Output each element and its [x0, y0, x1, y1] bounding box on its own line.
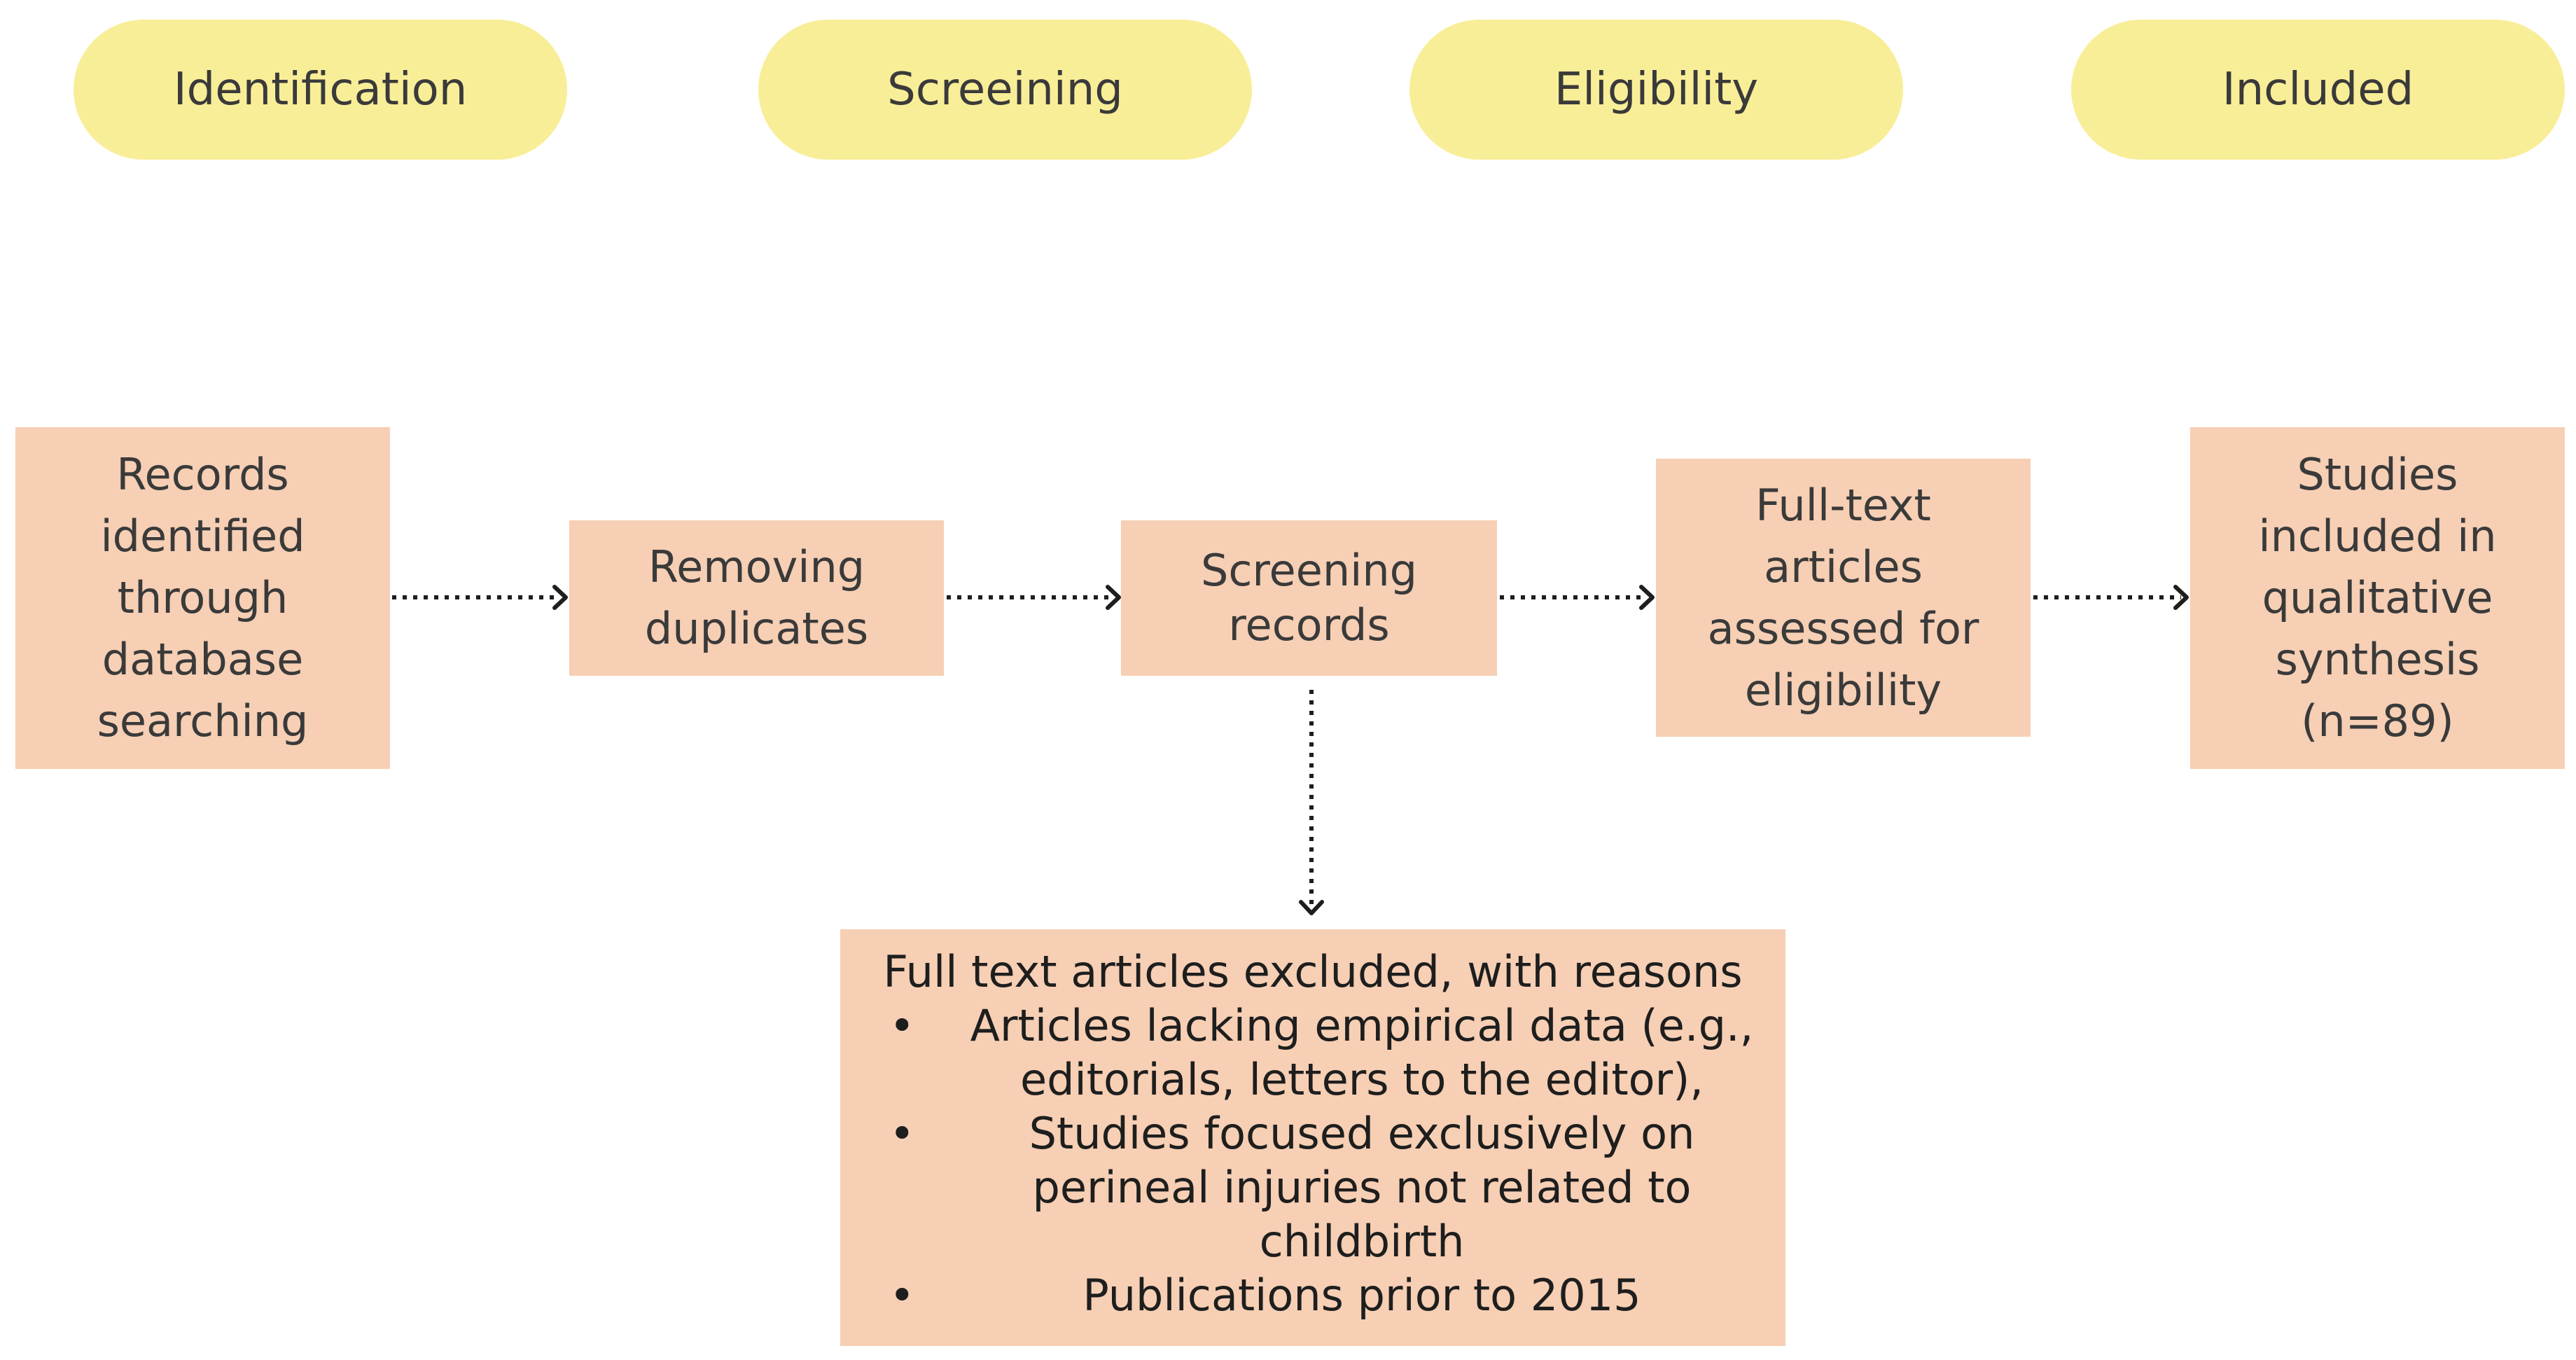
- box-exclusions: Full text articles excluded, with reason…: [840, 929, 1785, 1346]
- box-line: Screening: [1200, 545, 1418, 596]
- exclusions-list: • Articles lacking empirical data (e.g.,…: [854, 999, 1771, 1322]
- stage-identification: Identification: [74, 20, 567, 160]
- box-line: records: [1228, 599, 1390, 651]
- exclusion-item: • Articles lacking empirical data (e.g.,…: [854, 999, 1771, 1106]
- box-line: Removing: [648, 541, 865, 592]
- exclusion-line: Studies focused exclusively on: [1029, 1108, 1695, 1159]
- bullet-icon: •: [889, 1108, 915, 1159]
- arrowhead-icon: [1639, 585, 1655, 610]
- box-line: assessed for: [1707, 602, 1979, 654]
- box-records-identified: Records identified through database sear…: [15, 427, 390, 769]
- box-line: included in: [2258, 511, 2497, 562]
- stage-eligibility: Eligibility: [1409, 20, 1903, 160]
- exclusion-line: editorials, letters to the editor),: [1019, 1054, 1704, 1105]
- box-line: through: [117, 572, 288, 623]
- exclusion-line: Publications prior to 2015: [1082, 1270, 1641, 1321]
- exclusion-item: • Publications prior to 2015: [854, 1268, 1771, 1322]
- box-line: synthesis: [2275, 634, 2480, 685]
- exclusion-item: • Studies focused exclusively on perinea…: [854, 1106, 1771, 1268]
- exclusion-line: perineal injuries not related to: [1032, 1162, 1692, 1213]
- box-line: Full-text: [1755, 479, 1931, 531]
- box-removing-duplicates: Removing duplicates: [569, 520, 944, 676]
- bullet-icon: •: [889, 1270, 915, 1321]
- box-line: duplicates: [644, 603, 869, 654]
- box-line: qualitative: [2262, 572, 2493, 623]
- stage-label: Eligibility: [1554, 64, 1759, 116]
- box-studies-included: Studies included in qualitative synthesi…: [2190, 427, 2565, 769]
- box-screening-records: Screening records: [1121, 520, 1497, 676]
- box-line: Studies: [2297, 449, 2458, 500]
- box-line: identified: [100, 511, 305, 562]
- box-line: articles: [1764, 541, 1923, 592]
- box-line: (n=89): [2301, 695, 2454, 747]
- exclusion-line: Articles lacking empirical data (e.g.,: [970, 1000, 1754, 1051]
- box-line: Records: [116, 449, 289, 500]
- arrowhead-icon: [552, 585, 568, 610]
- box-line: database: [102, 634, 304, 685]
- arrowhead-icon: [2173, 585, 2189, 610]
- box-full-text-assessed: Full-text articles assessed for eligibil…: [1656, 459, 2031, 737]
- exclusion-line: childbirth: [1259, 1216, 1465, 1267]
- stage-label: Screeining: [887, 64, 1123, 116]
- stage-screening: Screeining: [758, 20, 1252, 160]
- stage-label: Included: [2222, 64, 2414, 116]
- stage-included: Included: [2071, 20, 2565, 160]
- exclusions-title: Full text articles excluded, with reason…: [883, 946, 1743, 997]
- arrowhead-icon: [1106, 585, 1121, 610]
- box-line: searching: [97, 695, 309, 747]
- box-line: eligibility: [1744, 664, 1942, 716]
- stage-label: Identification: [173, 64, 468, 116]
- arrowhead-icon: [1299, 900, 1324, 915]
- bullet-icon: •: [889, 1000, 915, 1051]
